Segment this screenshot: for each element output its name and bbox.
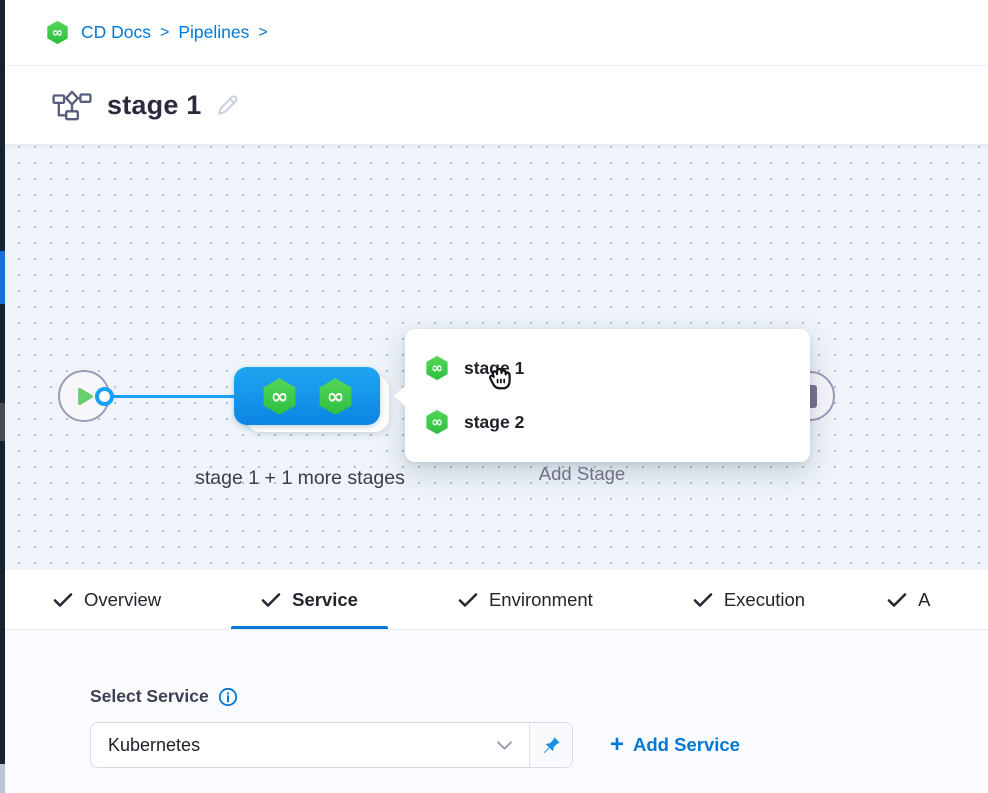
active-tab-underline <box>231 626 388 629</box>
stage-cd-icon: ∞ <box>426 409 448 435</box>
service-panel: Select Service Kubernetes <box>5 630 988 793</box>
add-service-button[interactable]: + Add Service <box>610 733 740 757</box>
stage-group-node[interactable]: ∞ ∞ <box>234 367 380 425</box>
add-stage-label[interactable]: Add Stage <box>538 463 626 484</box>
info-icon[interactable] <box>218 687 238 707</box>
play-icon <box>78 387 93 405</box>
edit-pencil-icon[interactable] <box>214 92 241 119</box>
check-icon <box>693 592 713 607</box>
svg-text:∞: ∞ <box>431 361 443 377</box>
pin-service-button[interactable] <box>529 723 572 767</box>
check-icon <box>53 592 73 607</box>
breadcrumb-project-link[interactable]: CD Docs <box>81 22 152 42</box>
tab-service[interactable]: Service <box>231 570 388 629</box>
popup-arrow <box>394 385 406 407</box>
app-window: ∞ CD Docs > Pipelines > stage 1 <box>5 0 988 793</box>
select-service-label: Select Service <box>90 686 209 706</box>
pipeline-canvas[interactable]: ∞ ∞ ∞ stage 1 ∞ <box>5 145 988 570</box>
edge-connector-ring[interactable] <box>95 387 114 406</box>
grab-cursor-icon <box>488 367 511 390</box>
popup-item-stage-1[interactable]: ∞ stage 1 <box>405 353 810 383</box>
service-select-value: Kubernetes <box>108 734 201 755</box>
tab-overview[interactable]: Overview <box>23 570 191 629</box>
svg-text:∞: ∞ <box>326 383 344 408</box>
sidebar-dim-segment <box>0 403 5 441</box>
check-icon <box>887 592 907 607</box>
svg-text:∞: ∞ <box>52 25 63 41</box>
breadcrumb-pipelines-link[interactable]: Pipelines <box>178 22 250 42</box>
plus-icon: + <box>610 731 625 758</box>
pushpin-icon <box>543 736 560 753</box>
svg-text:∞: ∞ <box>270 383 288 408</box>
svg-text:∞: ∞ <box>431 415 443 431</box>
check-icon <box>261 592 281 607</box>
tab-execution[interactable]: Execution <box>663 570 835 629</box>
stage-cd-icon: ∞ <box>263 377 295 415</box>
title-bar: stage 1 <box>5 66 988 145</box>
service-select[interactable]: Kubernetes <box>91 723 529 767</box>
stage-group-label[interactable]: stage 1 + 1 more stages <box>195 467 405 489</box>
page-title: stage 1 <box>107 89 202 120</box>
breadcrumb-separator: > <box>160 23 170 41</box>
stage-group-popup: ∞ stage 1 ∞ stage 2 <box>394 329 810 462</box>
sidebar-bottom-segment <box>0 764 5 793</box>
collapsed-sidebar[interactable] <box>0 0 5 793</box>
chevron-down-icon <box>497 740 512 750</box>
tab-advanced-partial[interactable]: A <box>875 570 960 629</box>
tab-environment[interactable]: Environment <box>428 570 623 629</box>
popup-item-stage-2[interactable]: ∞ stage 2 <box>405 407 810 437</box>
add-service-label: Add Service <box>633 734 740 755</box>
pipeline-icon <box>52 90 92 121</box>
popup-item-label: stage 2 <box>464 411 525 432</box>
tab-label: Environment <box>488 588 593 610</box>
stage-cd-icon: ∞ <box>319 377 351 415</box>
check-icon <box>458 592 478 607</box>
breadcrumb-separator: > <box>258 23 268 41</box>
tab-label: Service <box>292 588 358 610</box>
sidebar-active-indicator <box>0 251 5 304</box>
tab-label: A <box>918 588 931 610</box>
breadcrumb: ∞ CD Docs > Pipelines > <box>5 0 988 66</box>
pipeline-edge <box>105 395 237 398</box>
tab-label: Execution <box>723 588 806 610</box>
stage-tab-bar: Overview Service Environment Execution <box>5 570 988 630</box>
tab-label: Overview <box>84 588 162 610</box>
service-select-group: Kubernetes <box>90 722 573 768</box>
stage-cd-icon: ∞ <box>426 355 448 381</box>
harness-cd-icon: ∞ <box>47 20 68 45</box>
